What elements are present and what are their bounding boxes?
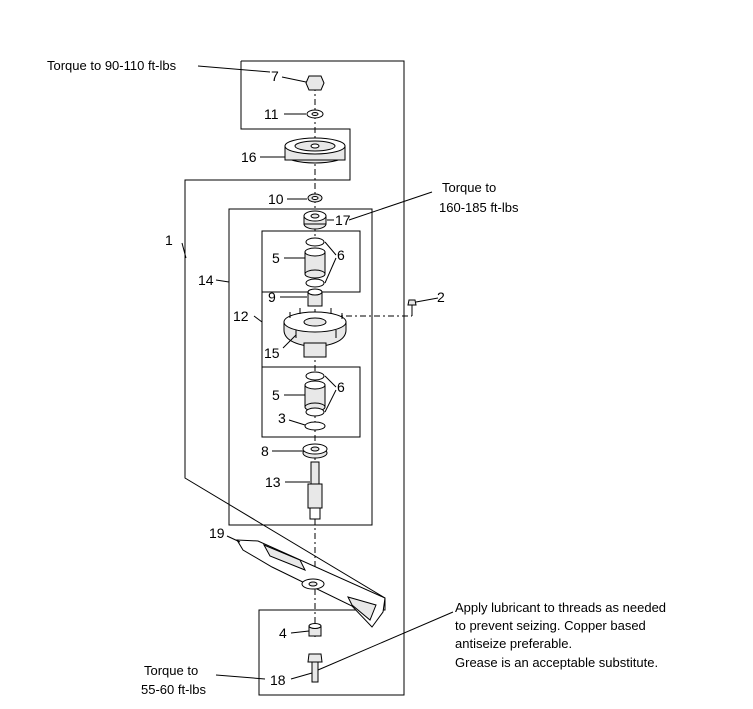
callout-19: 19 (209, 525, 225, 541)
callout-5-upper: 5 (272, 250, 280, 266)
callout-17: 17 (335, 212, 351, 228)
bolt-18 (307, 653, 323, 683)
oring-6-upper-b (305, 278, 325, 288)
callout-9: 9 (268, 289, 276, 305)
bearing-5-upper (304, 247, 326, 279)
lube-note-line1: Apply lubricant to threads as needed (455, 600, 666, 615)
torque-note-mid-line2: 160-185 ft-lbs (439, 200, 519, 215)
nut-7 (305, 75, 325, 91)
seal-17 (303, 210, 327, 230)
torque-note-mid-line1: Torque to (442, 180, 496, 195)
callout-5-lower: 5 (272, 387, 280, 403)
callout-4: 4 (279, 625, 287, 641)
torque-note-bottom-line1: Torque to (144, 663, 198, 678)
lube-note-line3: antiseize preferable. (455, 636, 572, 651)
callout-13: 13 (265, 474, 281, 490)
group-outline-14 (228, 208, 373, 526)
blade-19 (236, 539, 386, 628)
spacer-9 (307, 288, 323, 307)
bearing-5-lower (304, 380, 326, 412)
callout-18: 18 (270, 672, 286, 688)
housing-15 (283, 308, 347, 358)
lube-note-line4: Grease is an acceptable substitute. (455, 655, 658, 670)
oring-6-upper-a (305, 237, 325, 247)
group-outline-12 (261, 366, 361, 438)
callout-3: 3 (278, 410, 286, 426)
callout-16: 16 (241, 149, 257, 165)
callout-11: 11 (264, 106, 279, 122)
callout-12: 12 (233, 308, 249, 324)
leader-lines (181, 65, 454, 680)
callout-14: 14 (198, 272, 214, 288)
callout-1: 1 (165, 232, 173, 248)
nut-10-hole (311, 196, 319, 200)
callout-8: 8 (261, 443, 269, 459)
snap-ring-3 (304, 421, 326, 431)
seal-8 (302, 443, 328, 459)
washer-11-hole (311, 112, 319, 116)
torque-note-bottom-line2: 55-60 ft-lbs (141, 682, 207, 697)
grease-fitting-2 (407, 299, 417, 306)
spindle-shaft-13 (307, 461, 323, 520)
lube-note-line2: to prevent seizing. Copper based (455, 618, 646, 633)
callout-7: 7 (271, 68, 279, 84)
callout-6-lower: 6 (337, 379, 345, 395)
callout-2: 2 (437, 289, 445, 305)
pulley-16 (284, 137, 346, 164)
oring-6-lower-a (305, 371, 325, 381)
oring-6-lower-b (305, 407, 325, 417)
washer-4 (308, 623, 322, 637)
callout-10: 10 (268, 191, 284, 207)
callout-15: 15 (264, 345, 280, 361)
torque-note-top: Torque to 90-110 ft-lbs (47, 58, 177, 73)
callout-6-upper: 6 (337, 247, 345, 263)
